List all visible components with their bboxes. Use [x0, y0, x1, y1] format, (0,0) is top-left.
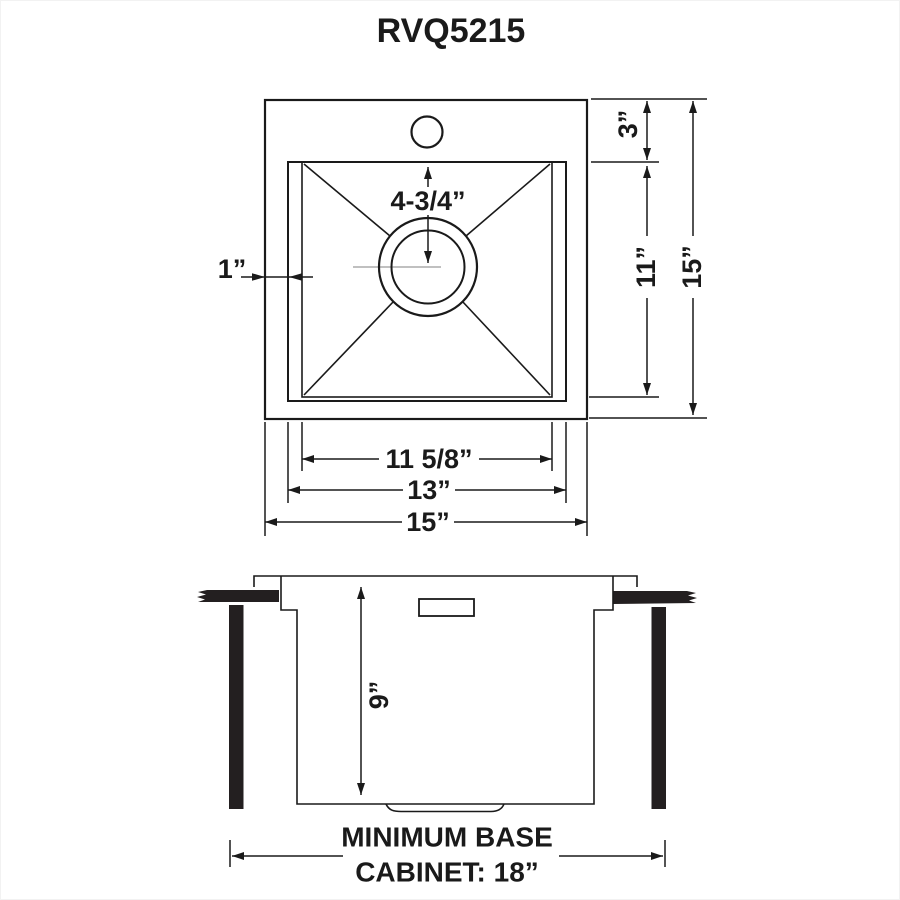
- bowl-diagonal-bottom-left: [303, 300, 395, 396]
- countertop-left-slab: [197, 590, 279, 602]
- dim-bowl-length: 11”: [631, 166, 661, 395]
- right-extension-lines: [589, 98, 707, 419]
- dim-outer-bowl-width-label: 13”: [407, 475, 451, 505]
- sink-rim-profile: [253, 575, 638, 587]
- faucet-hole-section-rect: [418, 598, 475, 617]
- dim-depth: 9”: [357, 587, 394, 795]
- drain-fitting-profile: [385, 803, 505, 813]
- dim-overall-height-label: 15”: [677, 245, 707, 289]
- bowl-diagonal-top-right: [465, 163, 551, 237]
- bowl-diagonal-bottom-right: [461, 300, 551, 396]
- dim-outer-bowl-width-label-bg: [403, 476, 455, 504]
- dim-outer-bowl-width: 13”: [288, 475, 566, 505]
- dim-rim-width-arrow-right: [289, 273, 302, 281]
- cabinet-left-panel: [229, 605, 244, 809]
- sink-bowl-profile: [280, 576, 614, 805]
- model-number-title: RVQ5215: [377, 12, 526, 50]
- dim-drain-center-label: 4-3/4”: [390, 186, 465, 216]
- dim-bowl-width-label-bg: [379, 445, 479, 473]
- sink-outer-rect: [263, 98, 589, 421]
- dim-bowl-length-label-bg: [633, 236, 661, 298]
- dim-drain-center: 4-3/4”: [383, 167, 473, 263]
- section-view: [197, 575, 697, 813]
- dim-base-cabinet-label-line1: MINIMUM BASE: [341, 822, 553, 853]
- dim-rim-width-label: 1”: [218, 254, 247, 284]
- dim-overall-height: 15”: [677, 101, 707, 415]
- dim-rim-width: 1”: [218, 254, 313, 284]
- cabinet-right-panel: [651, 607, 666, 809]
- dim-overall-width-label: 15”: [406, 507, 450, 537]
- dim-drain-center-label-bg: [383, 187, 473, 215]
- dim-bowl-width: 11 5/8”: [302, 444, 552, 474]
- faucet-hole-circle: [410, 115, 444, 149]
- dim-faucet-offset-label: 3”: [613, 110, 643, 139]
- dim-bowl-length-label: 11”: [631, 246, 661, 288]
- bowl-diagonal-top-left: [303, 163, 391, 237]
- dim-base-cabinet-label-line2: CABINET: 18”: [355, 857, 539, 888]
- dim-overall-width: 15”: [265, 507, 587, 537]
- dim-base-cabinet: MINIMUM BASE CABINET: 18”: [229, 822, 666, 888]
- countertop-right-slab: [613, 591, 697, 604]
- dim-faucet-offset: 3”: [613, 101, 651, 160]
- dim-depth-label: 9”: [364, 681, 394, 710]
- dim-bowl-width-label: 11 5/8”: [385, 444, 472, 474]
- dim-rim-width-arrow-left: [252, 273, 265, 281]
- dim-overall-height-label-bg: [679, 236, 707, 298]
- dim-overall-width-label-bg: [402, 508, 454, 536]
